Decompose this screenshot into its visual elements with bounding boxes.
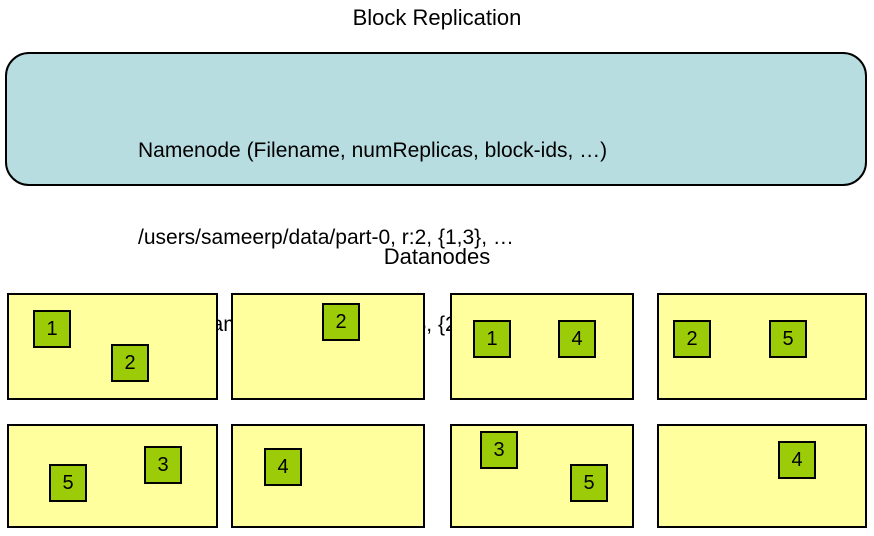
data-block: 5 xyxy=(570,464,608,502)
data-block: 2 xyxy=(322,303,360,341)
data-block: 5 xyxy=(769,320,807,358)
data-block: 4 xyxy=(264,448,302,486)
datanodes-label: Datanodes xyxy=(383,244,491,269)
data-block: 3 xyxy=(480,431,518,469)
datanode-rectangle xyxy=(657,424,867,528)
namenode-entry-part-0: /users/sameerp/data/part-0, r:2, {1,3}, … xyxy=(138,226,514,249)
data-block: 2 xyxy=(673,320,711,358)
data-block: 5 xyxy=(49,464,87,502)
datanode-rectangle xyxy=(231,424,425,528)
data-block: 1 xyxy=(473,320,511,358)
data-block: 3 xyxy=(144,446,182,484)
data-block: 2 xyxy=(111,344,149,382)
data-block: 4 xyxy=(778,441,816,479)
page-title: Block Replication xyxy=(352,5,522,30)
namenode-box xyxy=(5,52,867,186)
data-block: 1 xyxy=(33,310,71,348)
datanode-rectangle xyxy=(7,424,218,528)
data-block: 4 xyxy=(558,320,596,358)
namenode-header: Namenode (Filename, numReplicas, block-i… xyxy=(138,139,608,162)
